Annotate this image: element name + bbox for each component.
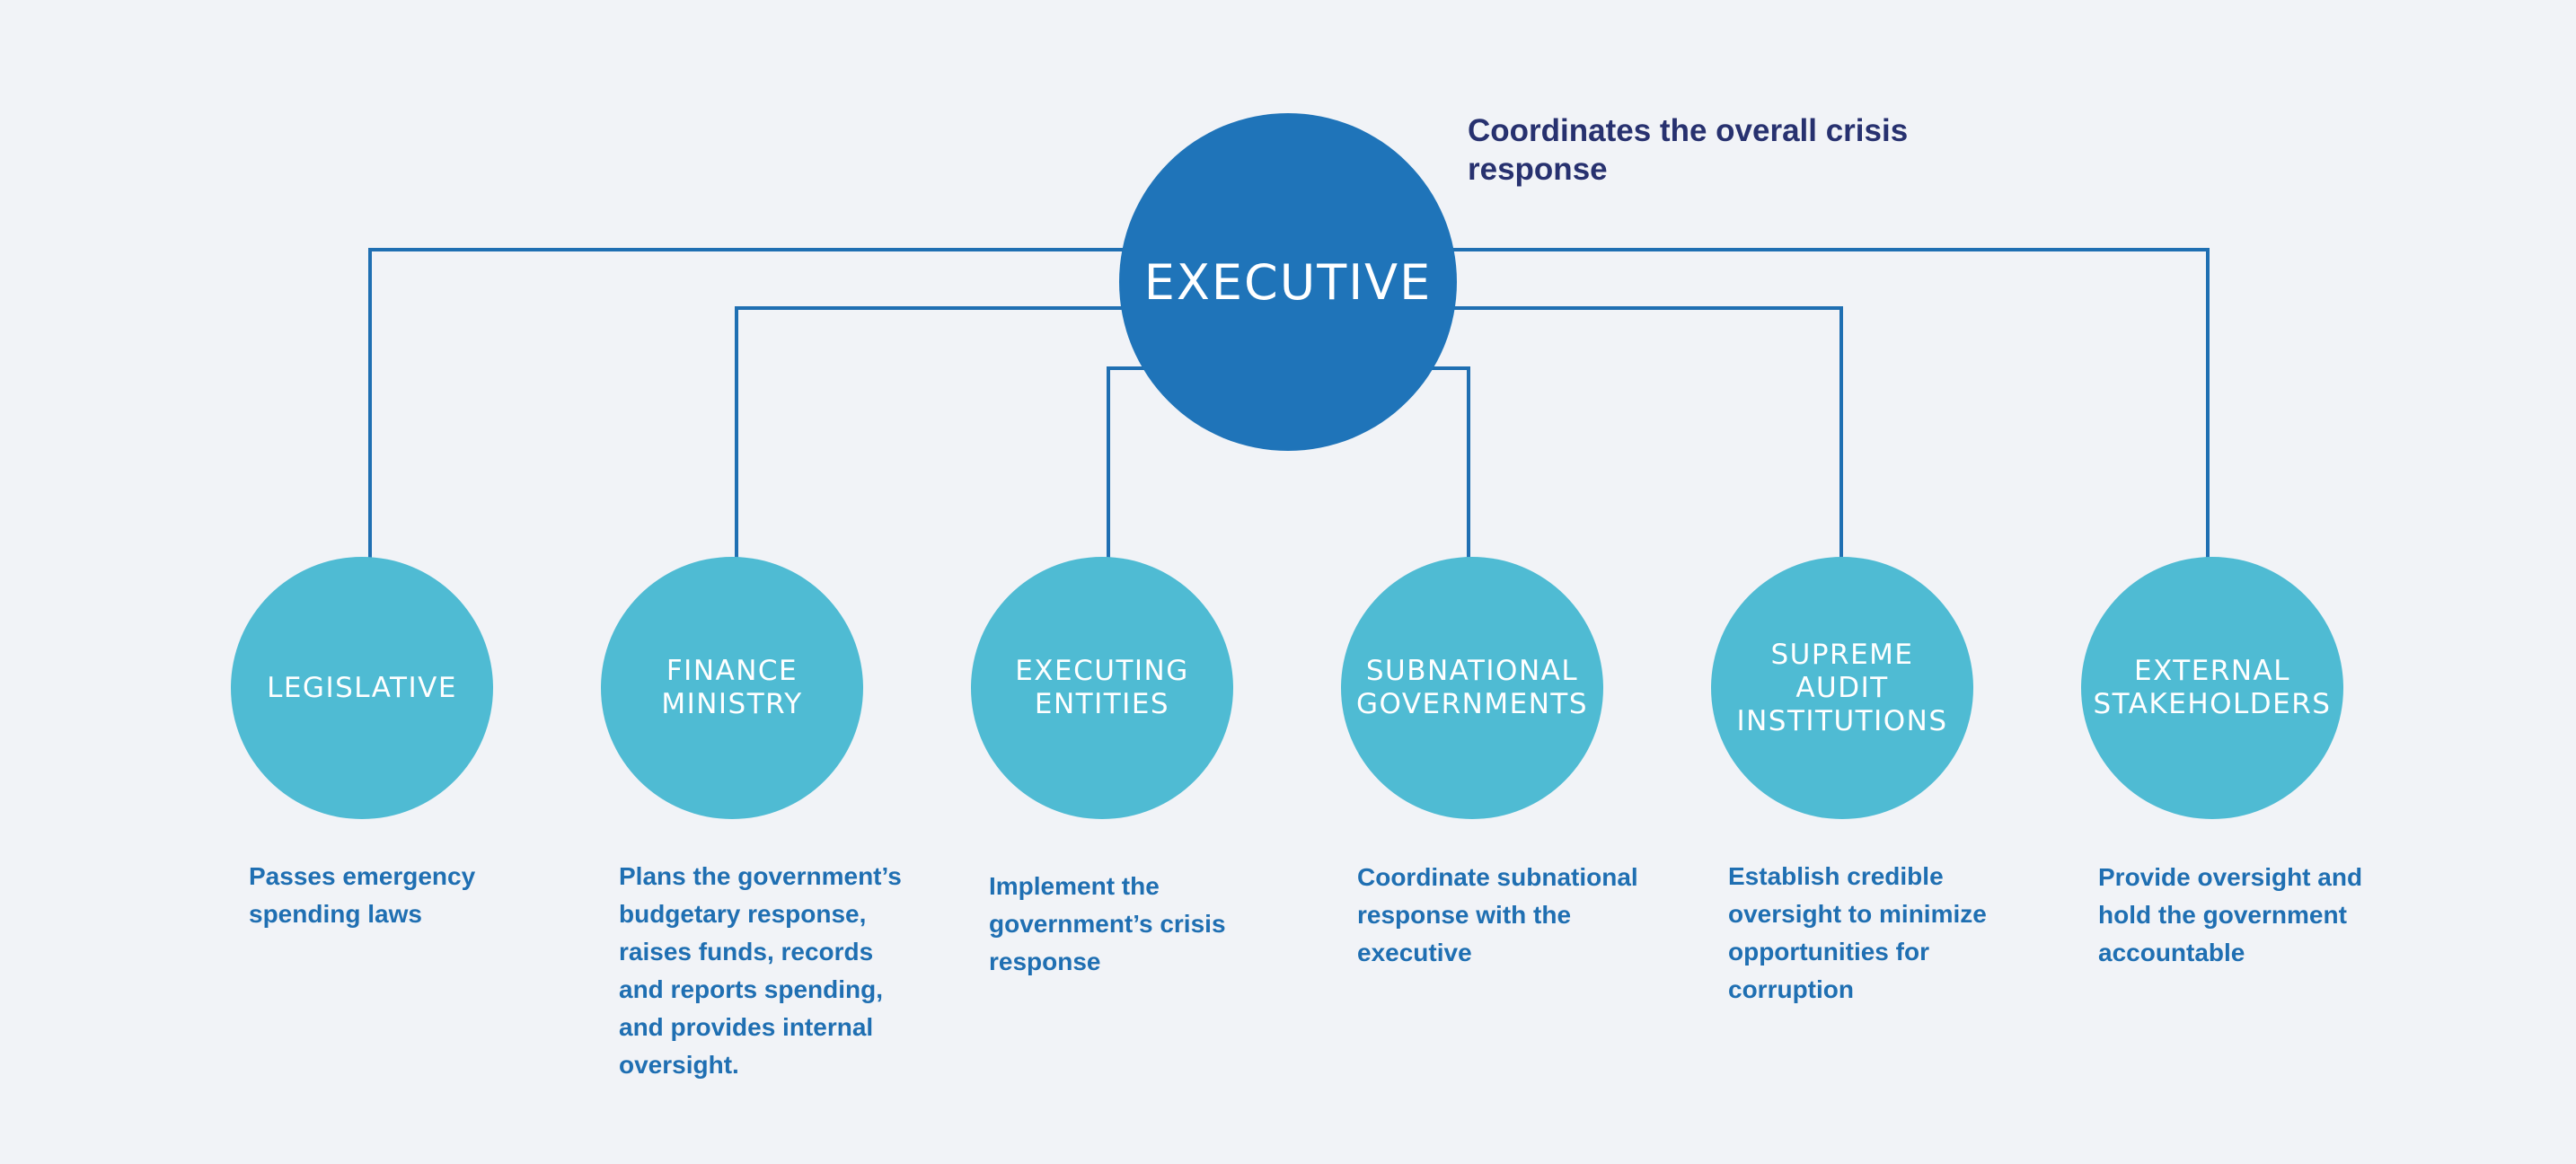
supreme-audit-institutions-node: SUPREME AUDIT INSTITUTIONS	[1711, 557, 1973, 819]
subnational-governments-label: SUBNATIONAL GOVERNMENTS	[1355, 655, 1589, 720]
subnational-governments-description: Coordinate subnational response with the…	[1357, 863, 1638, 966]
supreme-audit-institutions-description: Establish credible oversight to minimize…	[1728, 862, 1987, 1003]
finance-ministry-node: FINANCE MINISTRY	[601, 557, 863, 819]
connector-supreme-audit-institutions	[1451, 306, 1843, 559]
legislative-description: Passes emergency spending laws	[249, 862, 476, 928]
executing-entities-node: EXECUTING ENTITIES	[971, 557, 1233, 819]
subnational-governments-node: SUBNATIONAL GOVERNMENTS	[1341, 557, 1603, 819]
connector-legislative	[368, 248, 1125, 559]
supreme-audit-institutions-label: SUPREME AUDIT INSTITUTIONS	[1736, 638, 1948, 737]
connector-executing-entities	[1107, 366, 1144, 559]
legislative-label: LEGISLATIVE	[267, 671, 457, 704]
legislative-node: LEGISLATIVE	[231, 557, 493, 819]
connector-subnational-governments	[1432, 366, 1470, 559]
connector-external-stakeholders	[1451, 248, 2210, 559]
executive-node: EXECUTIVE	[1119, 113, 1457, 451]
external-stakeholders-node: EXTERNAL STAKEHOLDERS	[2081, 557, 2343, 819]
external-stakeholders-description: Provide oversight and hold the governmen…	[2098, 863, 2363, 966]
executive-description: Coordinates the overall crisis response	[1468, 113, 1909, 187]
external-stakeholders-label: EXTERNAL STAKEHOLDERS	[2093, 655, 2332, 720]
executing-entities-description: Implement the government’s crisis respon…	[989, 872, 1226, 975]
finance-ministry-label: FINANCE MINISTRY	[661, 655, 803, 720]
finance-ministry-description: Plans the government’s budgetary respons…	[619, 862, 902, 1079]
executing-entities-label: EXECUTING ENTITIES	[1015, 655, 1189, 720]
connector-finance-ministry	[735, 306, 1125, 559]
executive-label: EXECUTIVE	[1143, 253, 1433, 311]
